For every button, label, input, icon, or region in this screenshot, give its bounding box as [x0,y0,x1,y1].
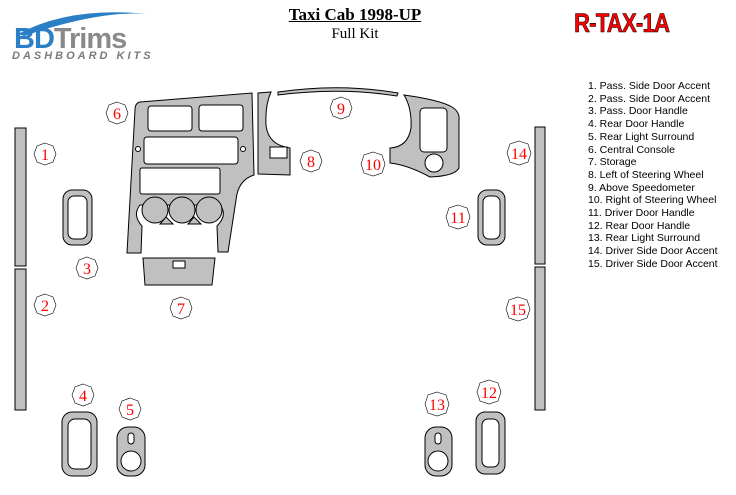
part-3 [62,189,93,246]
legend-item: 15. Driver Side Door Accent [588,257,718,270]
label-5: 5 [118,397,142,421]
legend-item: 8. Left of Steering Wheel [588,168,704,181]
label-14: 14 [506,140,532,166]
label-13: 13 [424,391,450,417]
label-2: 2 [33,293,57,317]
svg-text:2: 2 [41,298,49,315]
legend-item: 13. Rear Light Surround [588,232,701,245]
legend-item: 5. Rear Light Surround [588,130,695,143]
label-12: 12 [476,379,502,405]
part-7 [142,257,216,286]
part-11 [477,189,506,246]
part-9 [277,87,399,97]
legend-item: 11. Driver Door Handle [588,207,695,220]
svg-text:9: 9 [337,101,345,118]
logo-brand-b: Trims [53,23,127,55]
svg-text:3: 3 [83,261,91,278]
label-8: 8 [299,149,323,173]
part-6 [126,92,255,254]
logo-brand-a: BD [14,23,55,55]
svg-text:6: 6 [113,106,121,123]
svg-text:5: 5 [126,402,134,419]
label-4: 4 [71,383,95,407]
label-1: 1 [33,142,57,166]
label-6: 6 [105,101,129,125]
legend-item: 1. Pass. Side Door Accent [588,80,710,92]
label-10: 10 [360,151,386,177]
legend-item: 2. Pass. Side Door Accent [588,92,710,105]
part-5 [116,426,146,477]
legend-item: 7. Storage [588,156,637,169]
label-3: 3 [75,256,99,280]
legend-item: 14. Driver Side Door Accent [588,245,718,258]
legend-item: 3. Pass. Door Handle [588,105,688,118]
svg-text:4: 4 [79,388,87,405]
svg-text:7: 7 [177,301,185,318]
part-code: R-TAX-1A [574,8,670,39]
part-14 [534,126,546,265]
label-11: 11 [445,204,471,230]
part-1 [14,127,27,267]
part-10 [389,94,460,178]
page-subtitle: Full Kit [331,26,379,42]
legend-item: 12. Rear Door Handle [588,219,691,232]
parts-legend: 1. Pass. Side Door Accent 2. Pass. Side … [588,80,718,271]
svg-text:8: 8 [307,154,315,171]
part-4 [61,411,98,477]
part-8 [257,91,291,176]
part-13 [424,426,453,477]
legend-item: 10. Right of Steering Wheel [588,194,717,207]
label-9: 9 [329,96,353,120]
label-15: 15 [505,296,531,322]
logo-tagline: DASHBOARD KITS [12,50,154,62]
legend-item: 4. Rear Door Handle [588,118,685,131]
legend-item: 9. Above Speedometer [588,181,695,194]
legend-item: 6. Central Console [588,143,675,156]
svg-text:14: 14 [511,146,527,163]
part-12 [475,411,506,475]
bdtrims-logo: BDTrims DASHBOARD KITS [10,8,155,62]
part-15 [534,266,546,411]
svg-text:13: 13 [429,397,445,414]
svg-text:1: 1 [41,147,49,164]
part-2 [14,268,27,411]
svg-text:12: 12 [481,385,497,402]
page-title: Taxi Cab 1998-UP [288,5,422,24]
svg-text:10: 10 [365,157,381,174]
label-7: 7 [169,296,193,320]
part-labels: 1 2 3 4 5 6 7 8 9 10 11 12 13 14 15 [33,96,532,421]
svg-text:15: 15 [510,302,526,319]
svg-text:11: 11 [450,210,465,227]
